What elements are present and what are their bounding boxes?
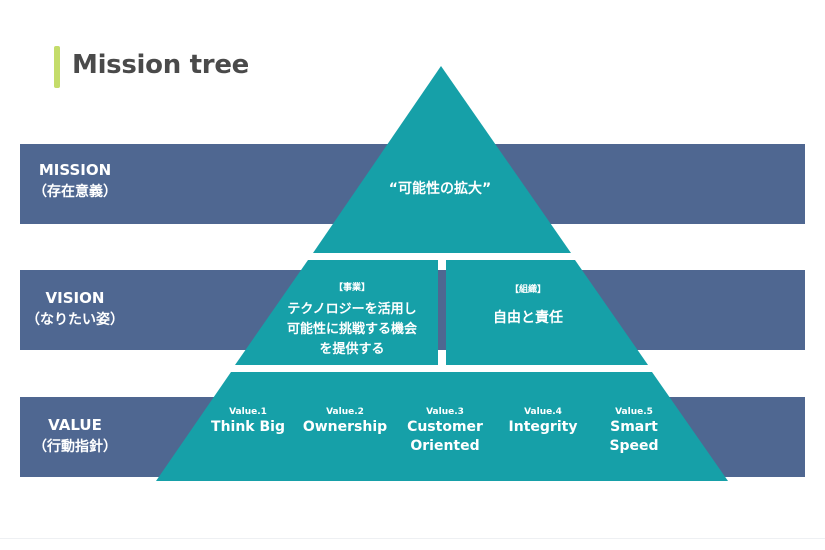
page-title: Mission tree bbox=[72, 50, 249, 80]
value-name-line: Oriented bbox=[410, 438, 480, 455]
value-name-line: Customer bbox=[407, 419, 483, 436]
value-name-line: Speed bbox=[609, 438, 659, 455]
value-name: Think Big bbox=[211, 419, 285, 436]
value-number: Value.3 bbox=[426, 407, 464, 417]
mission-row-label: MISSION （存在意義） bbox=[20, 160, 130, 202]
pyramid-mission-tier bbox=[313, 66, 571, 253]
bottom-divider bbox=[0, 538, 825, 539]
title-accent-bar bbox=[54, 46, 60, 88]
vision-organization-block: 【組織】 自由と責任 bbox=[448, 282, 608, 327]
value-name: Integrity bbox=[508, 419, 578, 436]
vision-row-label: VISION （なりたい姿） bbox=[20, 288, 130, 330]
value-label-jp: （行動指針） bbox=[33, 438, 117, 455]
pyramid-vision-business-tier bbox=[235, 260, 438, 365]
mission-label-jp: （存在意義） bbox=[33, 183, 117, 200]
pyramid-value-tier bbox=[156, 372, 728, 481]
value-row-label: VALUE （行動指針） bbox=[20, 415, 130, 457]
value-number: Value.2 bbox=[326, 407, 364, 417]
vision-label-jp: （なりたい姿） bbox=[26, 311, 124, 328]
vision-business-tag: 【事業】 bbox=[333, 283, 370, 293]
value-number: Value.1 bbox=[229, 407, 267, 417]
mission-label-en: MISSION bbox=[38, 161, 112, 179]
value-item-2: Value.2 Ownership bbox=[290, 406, 400, 437]
value-item-5: Value.5 Smart Speed bbox=[579, 406, 689, 456]
value-item-4: Value.4 Integrity bbox=[488, 406, 598, 437]
vision-business-line: を提供する bbox=[319, 342, 385, 358]
value-name: Ownership bbox=[302, 419, 388, 436]
mission-statement: “可能性の拡大” bbox=[388, 181, 492, 197]
vision-business-line: 可能性に挑戦する機会 bbox=[286, 322, 417, 338]
value-number: Value.5 bbox=[615, 407, 653, 417]
value-item-1: Value.1 Think Big bbox=[193, 406, 303, 437]
pyramid-vision-organization-tier bbox=[446, 260, 648, 365]
vision-label-en: VISION bbox=[45, 289, 105, 307]
vision-organization-text: 自由と責任 bbox=[493, 310, 563, 326]
vision-organization-tag: 【組織】 bbox=[509, 285, 546, 295]
value-name-line: Smart bbox=[610, 419, 658, 436]
value-label-en: VALUE bbox=[48, 416, 102, 434]
vision-business-block: 【事業】 テクノロジーを活用し 可能性に挑戦する機会 を提供する bbox=[262, 282, 442, 360]
value-number: Value.4 bbox=[524, 407, 562, 417]
vision-business-line: テクノロジーを活用し bbox=[287, 301, 417, 317]
value-item-3: Value.3 Customer Oriented bbox=[390, 406, 500, 456]
